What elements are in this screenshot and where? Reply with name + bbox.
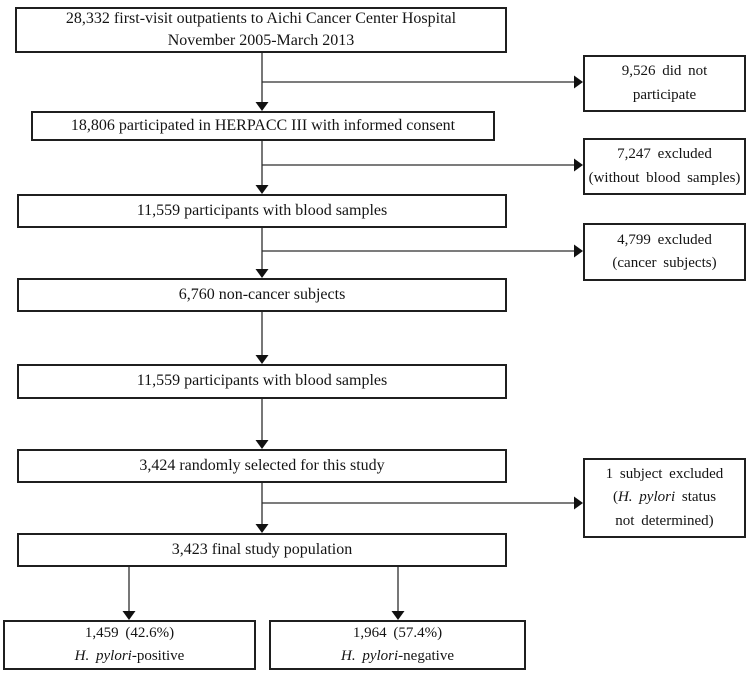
box-outpatients: 28,332 first-visit outpatients to Aichi …	[15, 7, 507, 53]
box-did-not-participate-line1: 9,526 did not	[621, 63, 708, 80]
arrowhead-right-icon	[574, 75, 583, 89]
arrowhead-right-icon	[574, 496, 583, 510]
box-outpatients-line2: November 2005-March 2013	[167, 32, 355, 49]
arrow-branch-to-cancer	[262, 244, 583, 258]
box-excluded-cancer-line1: 4,799 excluded	[617, 231, 712, 248]
hp-status-word: status	[675, 489, 717, 506]
arrowhead-down-icon	[255, 102, 269, 111]
box-randomly-selected: 3,424 randomly selected for this study	[17, 449, 507, 483]
box-excluded-hp-status-line3: not determined)	[615, 512, 714, 529]
arrow-branch-to-no-blood	[262, 158, 583, 172]
box-excluded-hp-status-line2: (H. pylori status	[613, 486, 716, 509]
arrowhead-down-icon	[255, 524, 269, 533]
box-excluded-cancer-line2: (cancer subjects)	[612, 255, 717, 271]
hp-positive-suffix: -positive	[131, 648, 185, 664]
box-hp-positive-line1: 1,459 (42.6%)	[84, 624, 175, 641]
box-blood-samples-1-line1: 11,559 participants with blood samples	[136, 201, 388, 219]
box-hp-negative: 1,964 (57.4%) H. pylori-negative	[269, 620, 526, 670]
arrow-blood2-to-random	[255, 399, 269, 449]
hp-italic-label: H. pylori	[341, 648, 399, 664]
hp-status-paren: (	[612, 489, 618, 506]
hp-negative-suffix: -negative	[398, 648, 454, 664]
arrowhead-down-icon	[255, 355, 269, 364]
arrow-random-to-final	[255, 483, 269, 533]
box-herpacc-line1: 18,806 participated in HERPACC III with …	[70, 116, 456, 134]
box-blood-samples-2-line1: 11,559 participants with blood samples	[136, 372, 388, 390]
arrowhead-right-icon	[574, 244, 583, 258]
arrow-herpacc-to-blood1	[255, 141, 269, 194]
hp-italic-label: H. pylori	[74, 648, 132, 664]
box-randomly-selected-line1: 3,424 randomly selected for this study	[139, 456, 385, 474]
box-excluded-hp-status: 1 subject excluded (H. pylori status not…	[583, 458, 746, 538]
arrowhead-down-icon	[255, 185, 269, 194]
arrow-noncancer-to-blood2	[255, 312, 269, 364]
box-hp-positive-line2: H. pylori-positive	[75, 645, 185, 668]
arrowhead-down-icon	[391, 611, 405, 620]
arrow-final-to-hp-positive	[122, 567, 136, 620]
hp-italic-label: H. pylori	[617, 489, 676, 506]
arrowhead-right-icon	[574, 158, 583, 172]
box-outpatients-line1: 28,332 first-visit outpatients to Aichi …	[65, 9, 457, 27]
box-excluded-hp-status-line1: 1 subject excluded	[605, 466, 724, 483]
box-blood-samples-2: 11,559 participants with blood samples	[17, 364, 507, 399]
box-herpacc: 18,806 participated in HERPACC III with …	[31, 111, 495, 141]
arrow-blood1-to-noncancer	[255, 228, 269, 278]
box-non-cancer: 6,760 non-cancer subjects	[17, 278, 507, 312]
box-blood-samples-1: 11,559 participants with blood samples	[17, 194, 507, 228]
box-did-not-participate: 9,526 did not participate	[583, 55, 746, 112]
arrow-outpatients-to-herpacc	[255, 53, 269, 111]
box-excluded-no-blood-line1: 7,247 excluded	[617, 146, 712, 163]
arrowhead-down-icon	[122, 611, 136, 620]
arrow-branch-to-hp-status	[262, 496, 583, 510]
arrowhead-down-icon	[255, 269, 269, 278]
box-excluded-no-blood-line2: (without blood samples)	[588, 169, 741, 186]
arrow-branch-to-not-participate	[262, 75, 583, 89]
box-hp-negative-line2: H. pylori-negative	[341, 645, 454, 668]
arrowhead-down-icon	[255, 440, 269, 449]
box-excluded-no-blood: 7,247 excluded (without blood samples)	[583, 138, 746, 195]
box-final-population-line1: 3,423 final study population	[171, 540, 353, 558]
box-did-not-participate-line2: participate	[632, 86, 697, 103]
box-non-cancer-line1: 6,760 non-cancer subjects	[178, 285, 346, 303]
box-hp-negative-line1: 1,964 (57.4%)	[352, 624, 443, 641]
arrow-final-to-hp-negative	[391, 567, 405, 620]
box-excluded-cancer: 4,799 excluded (cancer subjects)	[583, 223, 746, 281]
box-final-population: 3,423 final study population	[17, 533, 507, 567]
box-hp-positive: 1,459 (42.6%) H. pylori-positive	[3, 620, 256, 670]
